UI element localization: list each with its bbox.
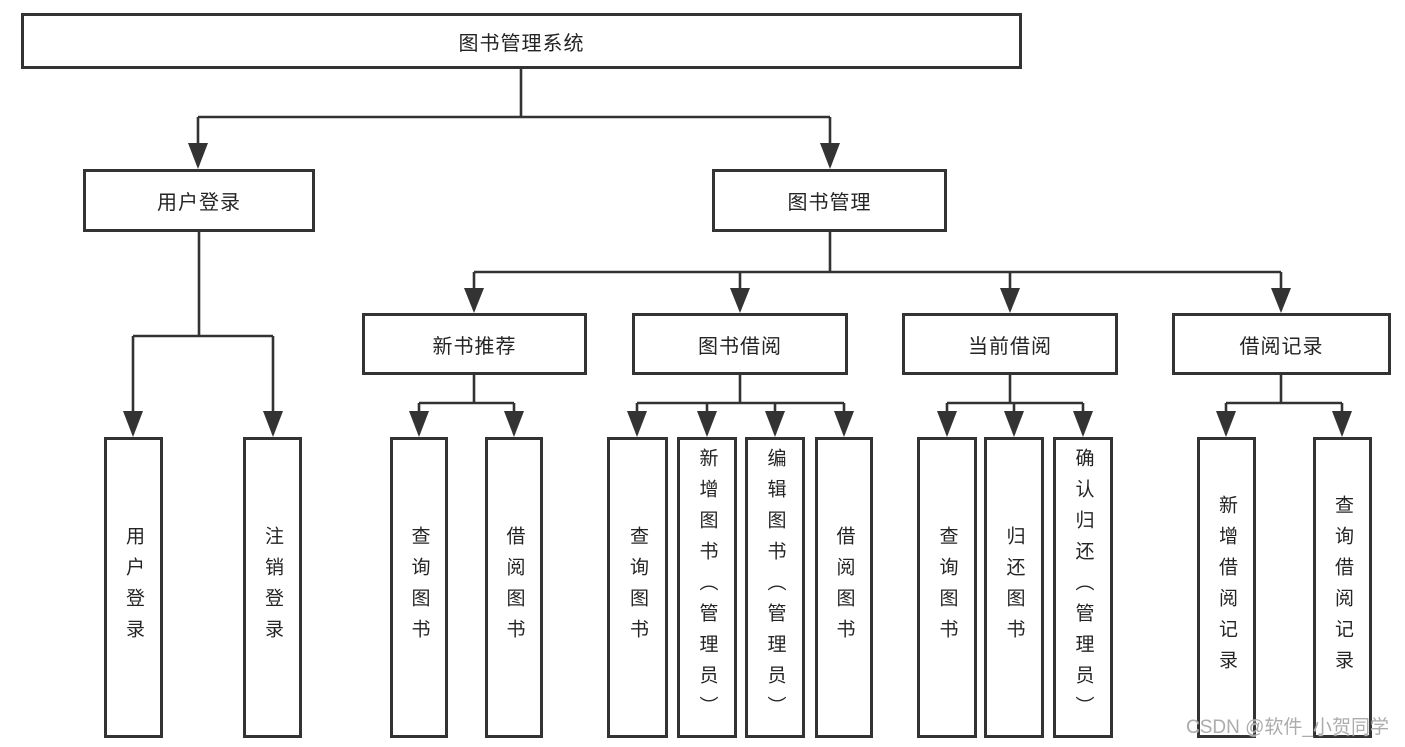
leaf-current-confirm-admin-label: 确认归还（管理员） [1072,448,1094,727]
connector-book-management-children [464,232,1291,313]
connector-current-borrow-children [937,375,1093,437]
leaf-borrow-query: 查询图书 [607,437,668,738]
connector-root-to-level2 [188,69,840,169]
leaf-current-query: 查询图书 [917,437,977,738]
node-book-borrow-label: 图书借阅 [698,335,782,358]
leaf-newbook-borrow-label: 借阅图书 [503,525,525,650]
leaf-logout: 注销登录 [243,437,302,738]
leaf-newbook-query: 查询图书 [390,437,448,738]
leaf-newbook-query-label: 查询图书 [408,525,430,650]
connector-new-book-children [409,375,524,437]
node-book-management: 图书管理 [712,169,947,232]
node-borrow-record: 借阅记录 [1172,313,1391,375]
node-root-label: 图书管理系统 [458,32,585,55]
node-user-login: 用户登录 [83,169,315,232]
leaf-record-add: 新增借阅记录 [1197,437,1256,738]
leaf-current-return: 归还图书 [984,437,1044,738]
leaf-logout-label: 注销登录 [262,525,283,650]
leaf-newbook-borrow: 借阅图书 [485,437,543,738]
leaf-user-login-label: 用户登录 [123,525,144,650]
leaf-record-add-label: 新增借阅记录 [1216,494,1237,681]
node-current-borrow-label: 当前借阅 [968,335,1052,358]
leaf-current-confirm-admin: 确认归还（管理员） [1053,437,1113,738]
leaf-borrow-borrow-label: 借阅图书 [833,525,855,650]
node-root: 图书管理系统 [21,13,1022,69]
leaf-borrow-borrow: 借阅图书 [815,437,873,738]
node-user-login-label: 用户登录 [157,192,241,214]
node-book-management-label: 图书管理 [787,192,872,214]
connector-book-borrow-children [627,375,854,437]
node-new-book-recommend-label: 新书推荐 [432,335,517,358]
leaf-borrow-add-admin: 新增图书（管理员） [677,437,737,738]
connector-borrow-record-children [1216,375,1352,437]
watermark-text: CSDN @软件_小贺同学 [1186,717,1389,738]
leaf-borrow-query-label: 查询图书 [627,525,648,650]
node-current-borrow: 当前借阅 [902,313,1118,375]
node-new-book-recommend: 新书推荐 [362,313,587,375]
leaf-record-query-label: 查询借阅记录 [1332,494,1353,681]
leaf-borrow-edit-admin-label: 编辑图书（管理员） [764,448,786,727]
node-borrow-record-label: 借阅记录 [1239,335,1324,358]
leaf-current-return-label: 归还图书 [1003,525,1025,650]
leaf-borrow-add-admin-label: 新增图书（管理员） [696,448,718,727]
connector-user-login-children [123,232,283,437]
leaf-user-login: 用户登录 [104,437,163,738]
leaf-record-query: 查询借阅记录 [1313,437,1372,738]
leaf-current-query-label: 查询图书 [936,525,958,650]
node-book-borrow: 图书借阅 [632,313,848,375]
leaf-borrow-edit-admin: 编辑图书（管理员） [745,437,805,738]
